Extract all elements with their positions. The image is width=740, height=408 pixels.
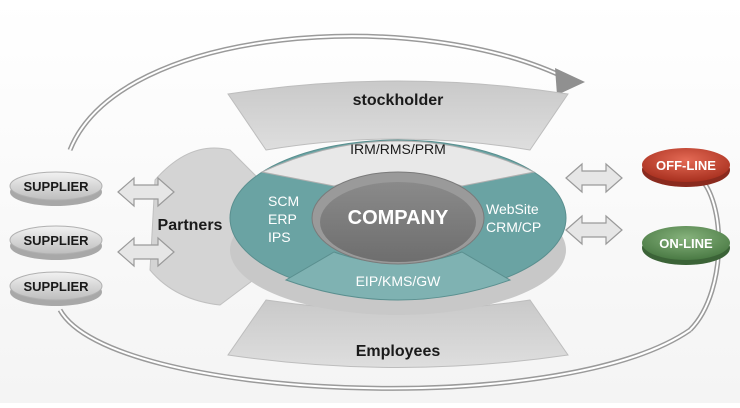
double-arrow-icon [117, 176, 175, 208]
online-badge: ON-LINE [642, 226, 730, 265]
stockholder-band [227, 80, 569, 151]
ring-top-label: IRM/RMS/PRM [350, 141, 446, 157]
supplier-1: SUPPLIER [9, 171, 103, 206]
ring-right-label-1: WebSite [486, 201, 539, 217]
offline-label: OFF-LINE [656, 158, 716, 173]
ring-left-label-3: IPS [268, 229, 291, 245]
center-disc [320, 182, 476, 262]
partners-label: Partners [158, 217, 223, 234]
supplier-label: SUPPLIER [23, 279, 89, 294]
ring-left-label-2: ERP [268, 211, 297, 227]
stockholder-label: stockholder [353, 92, 444, 109]
online-label: ON-LINE [659, 236, 713, 251]
double-arrow-icon [565, 162, 623, 194]
ring-right-label-2: CRM/CP [486, 219, 541, 235]
center-label: COMPANY [348, 207, 449, 229]
ring-left-label-1: SCM [268, 193, 299, 209]
double-arrow-icon [117, 236, 175, 268]
double-arrow-icon [565, 214, 623, 246]
supplier-3: SUPPLIER [9, 271, 103, 306]
employees-label: Employees [356, 343, 441, 360]
supplier-2: SUPPLIER [9, 225, 103, 260]
offline-badge: OFF-LINE [642, 148, 730, 187]
ring-bottom-label: EIP/KMS/GW [356, 273, 442, 289]
supplier-label: SUPPLIER [23, 179, 89, 194]
supplier-label: SUPPLIER [23, 233, 89, 248]
